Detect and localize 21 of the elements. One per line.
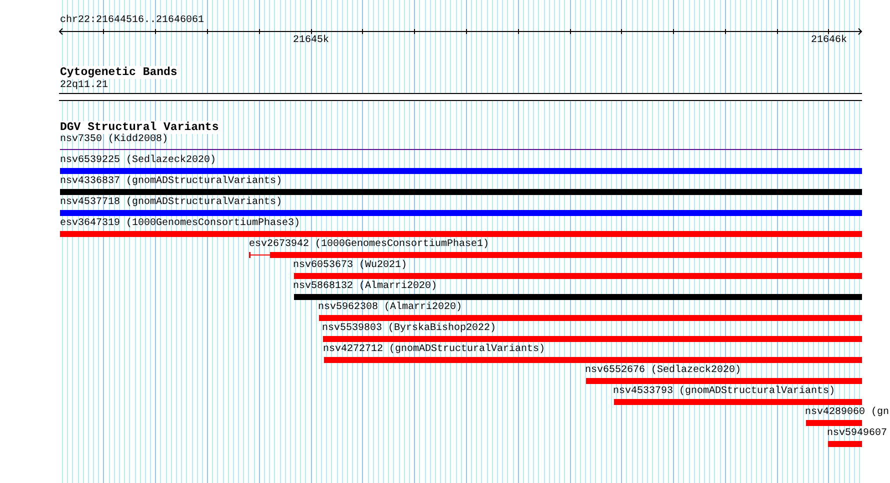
variant-label: nsv4533793 (gnomADStructuralVariants): [613, 386, 836, 397]
tick-label: 21645k: [293, 35, 330, 46]
variant-label: nsv4336837 (gnomADStructuralVariants): [60, 176, 282, 187]
tick-label: 21646k: [811, 35, 848, 46]
variant-label: nsv4289060 (gn: [805, 407, 890, 418]
variant-label: esv3647319 (1000GenomesConsortiumPhase3): [60, 218, 300, 229]
variant-label: nsv5868132 (Almarri2020): [293, 281, 438, 292]
variant-label: nsv7350 (Kidd2008): [60, 134, 168, 145]
variant-label: nsv4537718 (gnomADStructuralVariants): [60, 197, 282, 208]
band-label: 22q11.21: [60, 80, 108, 91]
variant-label: nsv5962308 (Almarri2020): [318, 302, 462, 313]
variant-label: nsv5949607: [827, 428, 888, 439]
variant-label: nsv6539225 (Sedlazeck2020): [60, 155, 216, 166]
track-label: Cytogenetic Bands: [60, 66, 178, 79]
variant-label: nsv4272712 (gnomADStructuralVariants): [323, 344, 546, 355]
variant-label: nsv6552676 (Sedlazeck2020): [585, 365, 742, 376]
variant-label: esv2673942 (1000GenomesConsortiumPhase1): [249, 239, 490, 250]
track-label: DGV Structural Variants: [60, 121, 219, 134]
locus-label: chr22:21644516..21646061: [60, 15, 204, 26]
variant-label: nsv5539803 (ByrskaBishop2022): [322, 323, 496, 334]
variant-label: nsv6053673 (Wu2021): [293, 260, 408, 271]
